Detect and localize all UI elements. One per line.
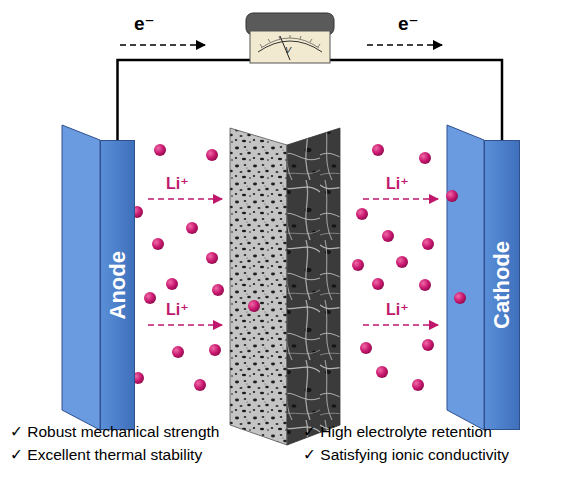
- property-item: ✓ Robust mechanical strength: [10, 424, 219, 440]
- electron-arrow: [120, 44, 205, 46]
- electrode-label: Anode: [105, 251, 131, 319]
- electrode-side: [447, 125, 484, 430]
- meter-symbol: V: [285, 46, 291, 55]
- separator-fiber-face: [287, 128, 340, 445]
- electrode-plate: Cathode: [484, 140, 520, 430]
- circuit-wire: [118, 60, 503, 140]
- voltmeter-symbol: [246, 13, 334, 63]
- property-item: ✓ Satisfying ionic conductivity: [303, 447, 509, 463]
- ion-label: Li⁺: [386, 176, 409, 192]
- ion-arrow: [148, 198, 222, 200]
- lithium-ions: [131, 144, 466, 391]
- property-item: ✓ Excellent thermal stability: [10, 447, 202, 463]
- ion-label: Li⁺: [166, 176, 189, 192]
- ion-label: Li⁺: [386, 302, 409, 318]
- electron-arrow: [367, 44, 442, 46]
- ion-arrow: [363, 324, 438, 326]
- electrode-label: Cathode: [489, 241, 515, 329]
- separator-porous-face: [230, 128, 287, 445]
- ion-label: Li⁺: [166, 302, 189, 318]
- ion-arrow: [148, 324, 222, 326]
- electrode-side: [62, 125, 100, 430]
- electrode-plate: Anode: [100, 140, 135, 430]
- ion-arrow: [363, 198, 438, 200]
- property-item: ✓ High electrolyte retention: [303, 424, 492, 440]
- electron-label: e⁻: [134, 14, 155, 33]
- electron-label: e⁻: [398, 14, 419, 33]
